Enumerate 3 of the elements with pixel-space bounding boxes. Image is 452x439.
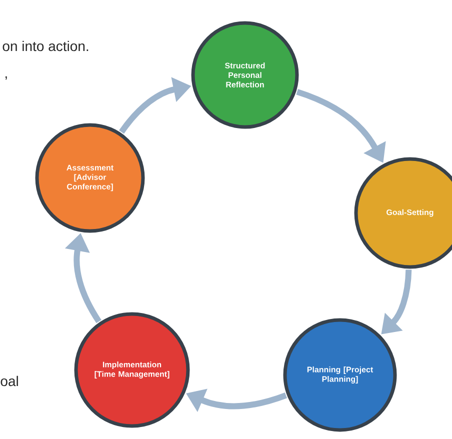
page-text: , [5, 76, 7, 80]
page-text: on into action. [2, 40, 88, 52]
page-text: oal [0, 376, 18, 386]
